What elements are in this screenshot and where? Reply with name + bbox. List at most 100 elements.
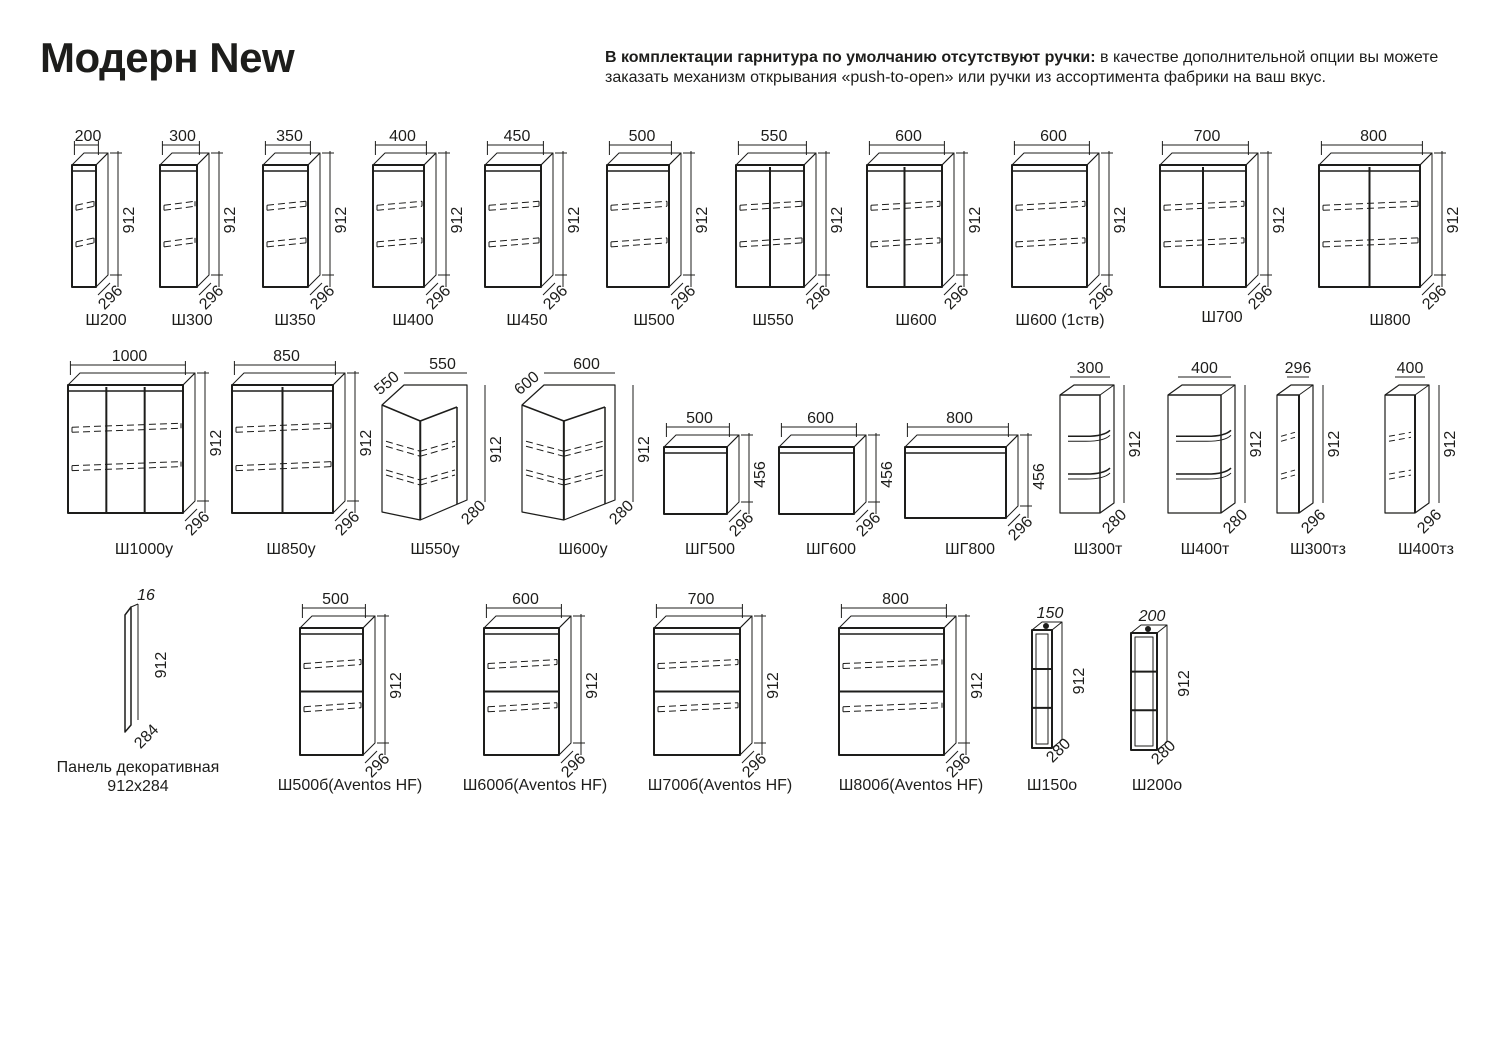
svg-text:500: 500 xyxy=(686,410,713,427)
svg-text:600: 600 xyxy=(573,356,600,373)
cabinet-9: 600 912 296 xyxy=(1011,128,1129,313)
cabinet-label: Ш400тз xyxy=(1397,541,1455,558)
cabinet-label: Ш700б(Aventos HF) xyxy=(647,777,793,794)
cabinet-label: Ш150о xyxy=(1026,777,1078,794)
svg-text:600: 600 xyxy=(1040,128,1067,145)
svg-text:600: 600 xyxy=(807,410,834,427)
cabinet-label: Панель декоративная 912х284 xyxy=(56,759,220,795)
cabinet-label: Ш200о xyxy=(1131,777,1183,794)
svg-text:600: 600 xyxy=(895,128,922,145)
cabinet-label: Ш600 xyxy=(895,312,937,329)
cabinet-label: ШГ800 xyxy=(944,541,996,558)
svg-text:800: 800 xyxy=(882,591,909,608)
svg-text:280: 280 xyxy=(1099,506,1130,537)
handles-note-text: в качестве дополнительной опции вы может… xyxy=(605,49,1439,86)
cabinet-label: Ш450 xyxy=(506,312,548,329)
svg-text:300: 300 xyxy=(1077,360,1104,377)
svg-text:912: 912 xyxy=(388,672,405,699)
cabinet-label: Ш600у xyxy=(558,541,608,558)
svg-text:450: 450 xyxy=(504,128,531,145)
svg-text:296: 296 xyxy=(332,508,363,539)
svg-text:912: 912 xyxy=(967,207,984,234)
svg-text:912: 912 xyxy=(121,207,138,234)
svg-text:296: 296 xyxy=(1086,282,1117,313)
svg-text:200: 200 xyxy=(1138,608,1166,625)
svg-text:400: 400 xyxy=(389,128,416,145)
svg-text:550: 550 xyxy=(761,128,788,145)
svg-text:912: 912 xyxy=(829,207,846,234)
cabinet-label: Ш800б(Aventos HF) xyxy=(838,777,984,794)
cabinet-1: 200 912 296 xyxy=(71,128,138,313)
svg-text:800: 800 xyxy=(946,410,973,427)
svg-text:200: 200 xyxy=(75,128,102,145)
cabinet-8: 600 912 296 xyxy=(866,128,984,313)
svg-text:296: 296 xyxy=(182,508,213,539)
svg-text:400: 400 xyxy=(1397,360,1424,377)
svg-text:912: 912 xyxy=(449,207,466,234)
svg-text:912: 912 xyxy=(765,672,782,699)
svg-text:912: 912 xyxy=(1271,207,1288,234)
svg-text:296: 296 xyxy=(941,282,972,313)
svg-text:456: 456 xyxy=(1031,463,1048,490)
svg-text:500: 500 xyxy=(322,591,349,608)
cabinet-label: Ш500б(Aventos HF) xyxy=(277,777,423,794)
svg-text:350: 350 xyxy=(276,128,303,145)
svg-text:912: 912 xyxy=(1326,431,1343,458)
cabinet-18: 800 456 296 xyxy=(904,410,1048,544)
cabinet-label: Ш500 xyxy=(633,312,675,329)
svg-text:912: 912 xyxy=(566,207,583,234)
svg-text:456: 456 xyxy=(879,461,896,488)
cabinet-label: Ш300т xyxy=(1073,541,1123,558)
svg-text:912: 912 xyxy=(1127,431,1144,458)
cabinet-label: Ш350 xyxy=(274,312,316,329)
cabinet-label: Ш550 xyxy=(752,312,794,329)
svg-text:456: 456 xyxy=(752,461,769,488)
svg-text:296: 296 xyxy=(803,282,834,313)
svg-text:912: 912 xyxy=(1176,670,1193,697)
cabinet-label: Ш600 (1ств) xyxy=(1015,312,1105,329)
cabinet-label: Ш300тз xyxy=(1289,541,1347,558)
svg-text:912: 912 xyxy=(222,207,239,234)
cabinet-label: Ш600б(Aventos HF) xyxy=(462,777,608,794)
svg-text:912: 912 xyxy=(1445,207,1462,234)
svg-text:912: 912 xyxy=(1112,207,1129,234)
svg-text:296: 296 xyxy=(95,282,126,313)
svg-text:296: 296 xyxy=(1005,513,1036,544)
svg-text:912: 912 xyxy=(636,436,653,463)
svg-text:850: 850 xyxy=(273,348,300,365)
svg-text:1000: 1000 xyxy=(112,348,148,365)
handles-note-bold: В комплектации гарнитура по умолчанию от… xyxy=(605,49,1096,66)
svg-text:150: 150 xyxy=(1037,605,1064,622)
svg-text:296: 296 xyxy=(668,282,699,313)
svg-text:400: 400 xyxy=(1191,360,1218,377)
svg-text:912: 912 xyxy=(969,672,986,699)
svg-text:284: 284 xyxy=(131,721,162,752)
svg-text:296: 296 xyxy=(1414,506,1445,537)
svg-text:912: 912 xyxy=(358,430,375,457)
svg-text:550: 550 xyxy=(371,368,402,398)
cabinet-13: 850 912 296 xyxy=(231,348,375,539)
svg-text:296: 296 xyxy=(423,282,454,313)
svg-text:296: 296 xyxy=(307,282,338,313)
svg-text:296: 296 xyxy=(1298,506,1329,537)
svg-text:296: 296 xyxy=(196,282,227,313)
cabinet-label: ШГ600 xyxy=(805,541,857,558)
svg-text:912: 912 xyxy=(694,207,711,234)
svg-text:912: 912 xyxy=(1071,668,1088,695)
handles-note: В комплектации гарнитура по умолчанию от… xyxy=(605,48,1475,88)
